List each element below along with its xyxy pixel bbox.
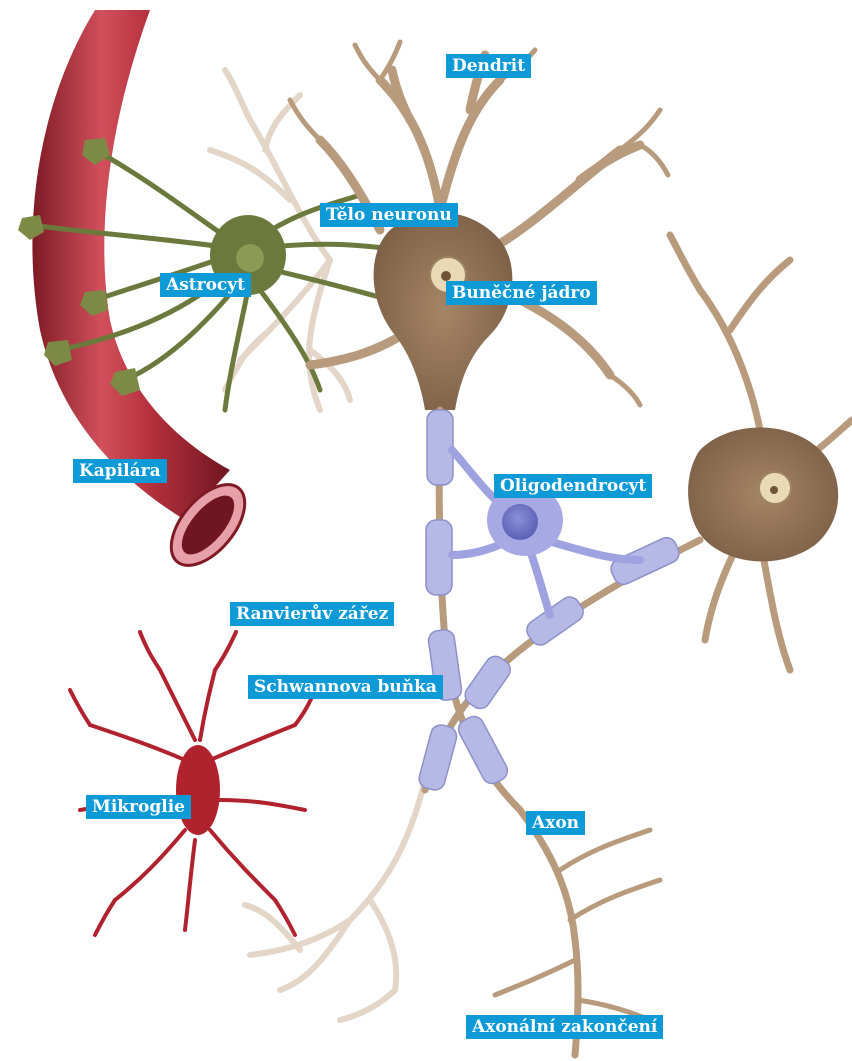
- label-mikroglie: Mikroglie: [86, 795, 191, 819]
- label-dendrit: Dendrit: [446, 54, 531, 78]
- label-axon: Axon: [526, 811, 585, 835]
- label-telo-neuronu: Tělo neuronu: [320, 203, 458, 227]
- faded-neuron-lower: [245, 780, 425, 1020]
- main-neuron-body: [374, 212, 513, 410]
- label-ranvieruv-zarez: Ranvierův zářez: [230, 602, 394, 626]
- microglia-body: [176, 745, 220, 835]
- label-bunecne-jadro: Buněčné jádro: [446, 281, 597, 305]
- label-axonalni-zakonceni: Axonální zakončení: [466, 1015, 663, 1039]
- label-kapilara: Kapilára: [73, 459, 167, 483]
- astrocyte-nucleus: [236, 244, 264, 272]
- label-oligodendrocyt: Oligodendrocyt: [494, 474, 652, 498]
- label-schwannova-bunka: Schwannova buňka: [248, 675, 443, 699]
- oligodendrocyte-nucleus: [502, 504, 538, 540]
- main-neuron-nucleolus: [441, 271, 451, 281]
- label-astrocyt: Astrocyt: [160, 273, 251, 297]
- right-neuron-nucleolus: [770, 486, 778, 494]
